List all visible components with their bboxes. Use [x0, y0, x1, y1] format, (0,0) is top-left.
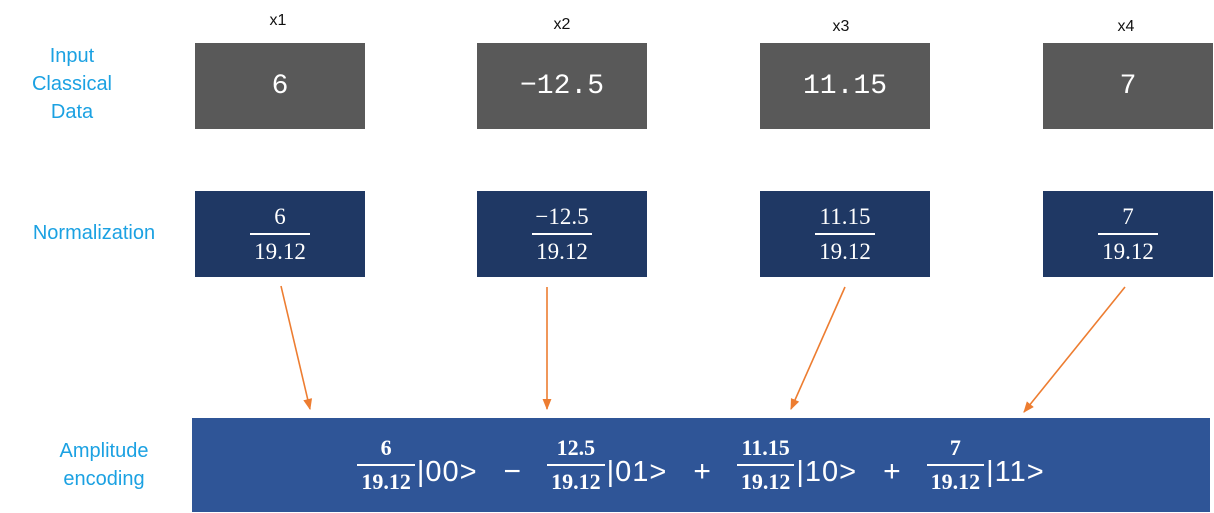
normalized-fraction: −12.5 19.12 — [531, 203, 592, 265]
amplitude-fraction-1: 6 19.12 — [357, 435, 415, 495]
normalization-row-label: Normalization — [32, 222, 156, 244]
normalized-fraction: 6 19.12 — [250, 203, 310, 265]
normalized-fraction: 7 19.12 — [1098, 203, 1158, 265]
arrow-x3 — [790, 286, 846, 411]
input-value: 7 — [1119, 70, 1137, 102]
input-box-x4: 7 — [1043, 43, 1213, 129]
fraction-numerator: 7 — [1122, 204, 1134, 229]
operator-minus: − — [503, 455, 522, 488]
basis-ket-01: |01> — [606, 455, 668, 488]
fraction-denominator: 19.12 — [1098, 233, 1158, 265]
variable-label-x1: x1 — [269, 12, 287, 29]
fraction-numerator: 11.15 — [741, 435, 790, 460]
fraction-denominator: 19.12 — [250, 233, 310, 265]
fraction-denominator: 19.12 — [357, 464, 415, 495]
basis-ket-00: |00> — [416, 455, 478, 488]
fraction-numerator: 6 — [274, 204, 286, 229]
fraction-numerator: 7 — [949, 435, 961, 460]
arrow-x4 — [1023, 286, 1126, 413]
input-box-x2: −12.5 — [477, 43, 647, 129]
amplitude-fraction-4: 7 19.12 — [926, 435, 985, 495]
operator-plus: + — [883, 455, 901, 488]
amplitude-encoding-box: 6 19.12 |00> − 12.5 19.12 |01> + 11.15 1… — [192, 418, 1210, 512]
normalization-box-x1: 6 19.12 — [195, 191, 365, 277]
fraction-numerator: 11.15 — [819, 204, 871, 229]
variable-label-x2: x2 — [553, 16, 571, 33]
input-value: −12.5 — [519, 70, 604, 102]
amplitude-fraction-2: 12.5 19.12 — [547, 435, 605, 495]
fraction-numerator: −12.5 — [535, 204, 589, 229]
basis-ket-11: |11> — [986, 455, 1045, 488]
input-value: 6 — [271, 70, 289, 102]
input-box-x1: 6 — [195, 43, 365, 129]
normalized-fraction: 11.15 19.12 — [815, 203, 875, 265]
fraction-denominator: 19.12 — [532, 233, 592, 265]
normalization-box-x2: −12.5 19.12 — [477, 191, 647, 277]
input-box-x3: 11.15 — [760, 43, 930, 129]
fraction-numerator: 6 — [380, 435, 392, 460]
fraction-denominator: 19.12 — [926, 464, 985, 495]
basis-ket-10: |10> — [796, 455, 858, 488]
fraction-denominator: 19.12 — [736, 464, 795, 495]
fraction-numerator: 12.5 — [556, 435, 596, 460]
normalization-box-x3: 11.15 19.12 — [760, 191, 930, 277]
fraction-denominator: 19.12 — [815, 233, 875, 265]
normalization-box-x4: 7 19.12 — [1043, 191, 1213, 277]
operator-plus: + — [693, 455, 711, 488]
variable-label-x4: x4 — [1117, 18, 1135, 35]
fraction-denominator: 19.12 — [547, 464, 605, 495]
input-value: 11.15 — [802, 70, 887, 102]
variable-label-x3: x3 — [832, 18, 850, 35]
arrow-x1 — [280, 285, 313, 411]
amplitude-fraction-3: 11.15 19.12 — [736, 435, 795, 495]
